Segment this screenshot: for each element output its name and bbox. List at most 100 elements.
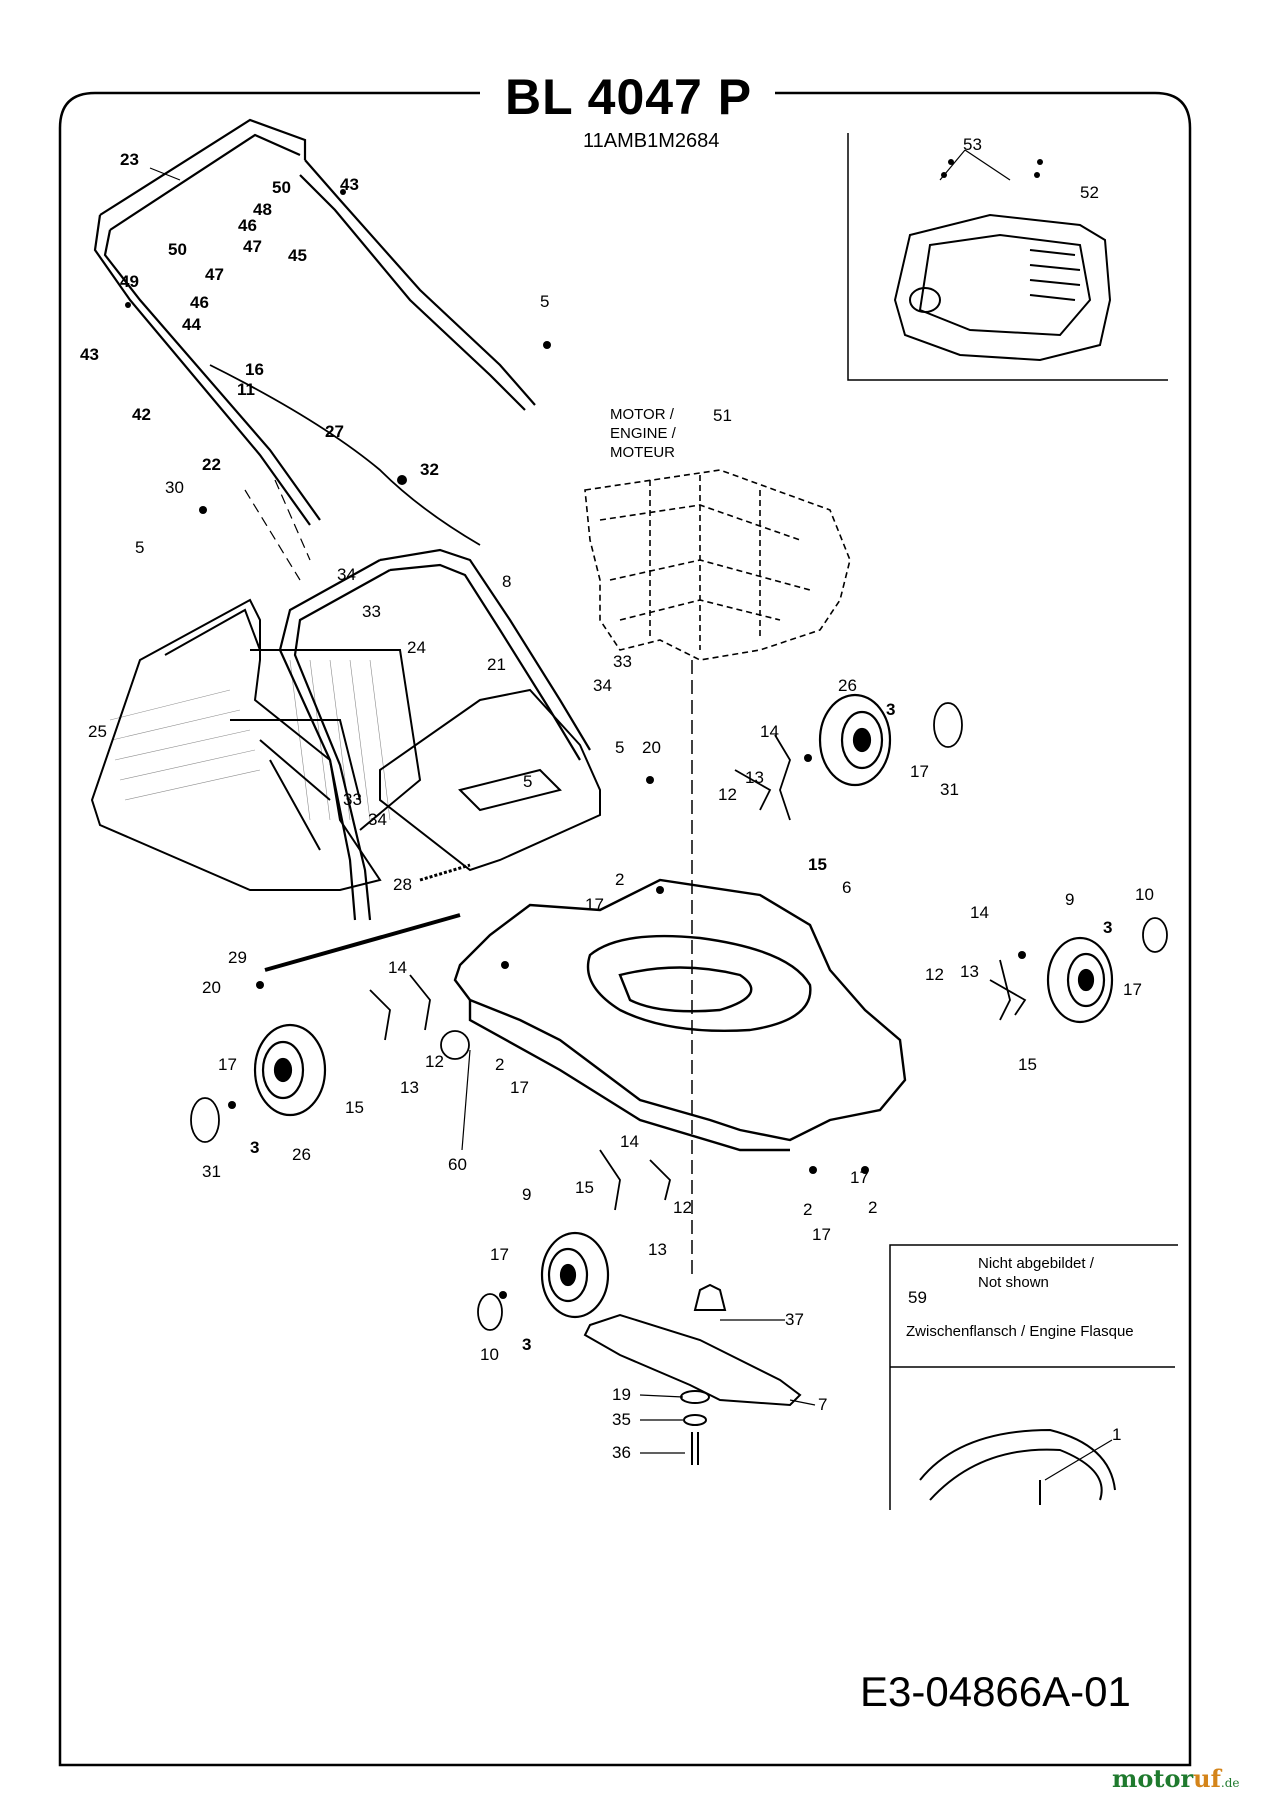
- grass-catcher: [90, 598, 422, 891]
- callout: 47: [205, 265, 224, 284]
- callout: 34: [593, 676, 612, 695]
- callout: 5: [615, 738, 625, 757]
- callout: 17: [1123, 980, 1142, 999]
- callout: 32: [420, 460, 439, 479]
- callout: 21: [487, 655, 506, 674]
- not-shown-header: Nicht abgebildet / Not shown: [978, 1254, 1094, 1292]
- callout: 14: [760, 722, 779, 741]
- callout: 5: [135, 538, 145, 557]
- callout: 30: [165, 478, 184, 497]
- callout: 29: [228, 948, 247, 967]
- callout: 3: [1103, 918, 1113, 937]
- not-shown-line: Not shown: [978, 1274, 1049, 1291]
- callout: 33: [362, 602, 381, 621]
- callout: 12: [673, 1198, 692, 1217]
- mower-deck: [453, 878, 907, 1152]
- handle-lower: [278, 548, 591, 921]
- engine-outline: [584, 469, 851, 661]
- callout: 3: [522, 1335, 532, 1354]
- not-shown-box: [889, 1244, 1178, 1510]
- height-adjusters: [369, 734, 1027, 1211]
- blade-hardware: [680, 1390, 710, 1465]
- callout: 14: [388, 958, 407, 977]
- callout: 15: [808, 855, 827, 874]
- engine-label-line: MOTEUR: [610, 444, 675, 461]
- callout: 24: [407, 638, 426, 657]
- callout: 17: [510, 1078, 529, 1097]
- engine-cover: [893, 213, 1112, 362]
- callout: 36: [612, 1443, 631, 1462]
- callout: 50: [272, 178, 291, 197]
- callout: 28: [393, 875, 412, 894]
- callout: 45: [288, 246, 307, 265]
- callout: 13: [400, 1078, 419, 1097]
- callout: 2: [495, 1055, 505, 1074]
- callout: 46: [238, 216, 257, 235]
- handle-upper: [93, 118, 536, 526]
- callout: 20: [202, 978, 221, 997]
- not-shown-line: Nicht abgebildet /: [978, 1255, 1094, 1272]
- callout: 34: [337, 565, 356, 584]
- callout: 33: [343, 790, 362, 809]
- engine-label-line: MOTOR /: [610, 406, 674, 423]
- callout: 50: [168, 240, 187, 259]
- callout: 33: [613, 652, 632, 671]
- wheel-rear-right: [818, 693, 892, 787]
- wheel-rear-left: [253, 1023, 327, 1117]
- callout: 10: [1135, 885, 1154, 904]
- callout: 23: [120, 150, 139, 169]
- callout: 43: [340, 175, 359, 194]
- callout: 15: [1018, 1055, 1037, 1074]
- callout: 3: [250, 1138, 260, 1157]
- callout: 47: [243, 237, 262, 256]
- callout: 25: [88, 722, 107, 741]
- catcher-mesh: [109, 659, 391, 821]
- callout: 26: [292, 1145, 311, 1164]
- document-id: E3-04866A-01: [860, 1668, 1131, 1715]
- blade-adapter: [693, 1283, 727, 1311]
- engine-label: MOTOR / ENGINE / MOTEUR: [610, 405, 676, 462]
- hub-caps: [190, 702, 1168, 1331]
- leader-lines: [149, 149, 1113, 1481]
- callout: 31: [202, 1162, 221, 1181]
- throttle-cable: [209, 364, 481, 546]
- callout: 12: [425, 1052, 444, 1071]
- callout: 15: [345, 1098, 364, 1117]
- watermark-highlight: uf: [1193, 1764, 1221, 1793]
- blade: [583, 1313, 802, 1407]
- callout: 27: [325, 422, 344, 441]
- callout: 60: [448, 1155, 467, 1174]
- callout: 1: [1112, 1425, 1122, 1444]
- callout: 42: [132, 405, 151, 424]
- callout: 37: [785, 1310, 804, 1329]
- callout: 6: [842, 878, 852, 897]
- callout: 49: [120, 272, 139, 291]
- callout: 43: [80, 345, 99, 364]
- callout: 13: [745, 768, 764, 787]
- callout: 17: [585, 895, 604, 914]
- callout: 17: [850, 1168, 869, 1187]
- cable-dashed-guide: [244, 479, 311, 581]
- callout: 31: [940, 780, 959, 799]
- callout: 19: [612, 1385, 631, 1404]
- rear-axle: [264, 913, 461, 972]
- callout: 51: [713, 406, 732, 425]
- rear-cover: [379, 688, 601, 872]
- callout: 17: [490, 1245, 509, 1264]
- callout: 8: [502, 572, 512, 591]
- watermark-suffix: .de: [1220, 1776, 1240, 1790]
- not-shown-part-number: 59: [908, 1288, 927, 1307]
- callout: 7: [818, 1395, 828, 1414]
- callout: 3: [886, 700, 896, 719]
- callout: 15: [575, 1178, 594, 1197]
- callout: 2: [803, 1200, 813, 1219]
- callout: 11: [237, 380, 255, 399]
- not-shown-description: Zwischenflansch / Engine Flasque: [906, 1323, 1134, 1340]
- callout: 20: [642, 738, 661, 757]
- inset-box: [847, 133, 1168, 381]
- callout: 53: [963, 135, 982, 154]
- callout: 13: [648, 1240, 667, 1259]
- model-code: 11AMB1M2684: [583, 130, 720, 152]
- callout: 34: [368, 810, 387, 829]
